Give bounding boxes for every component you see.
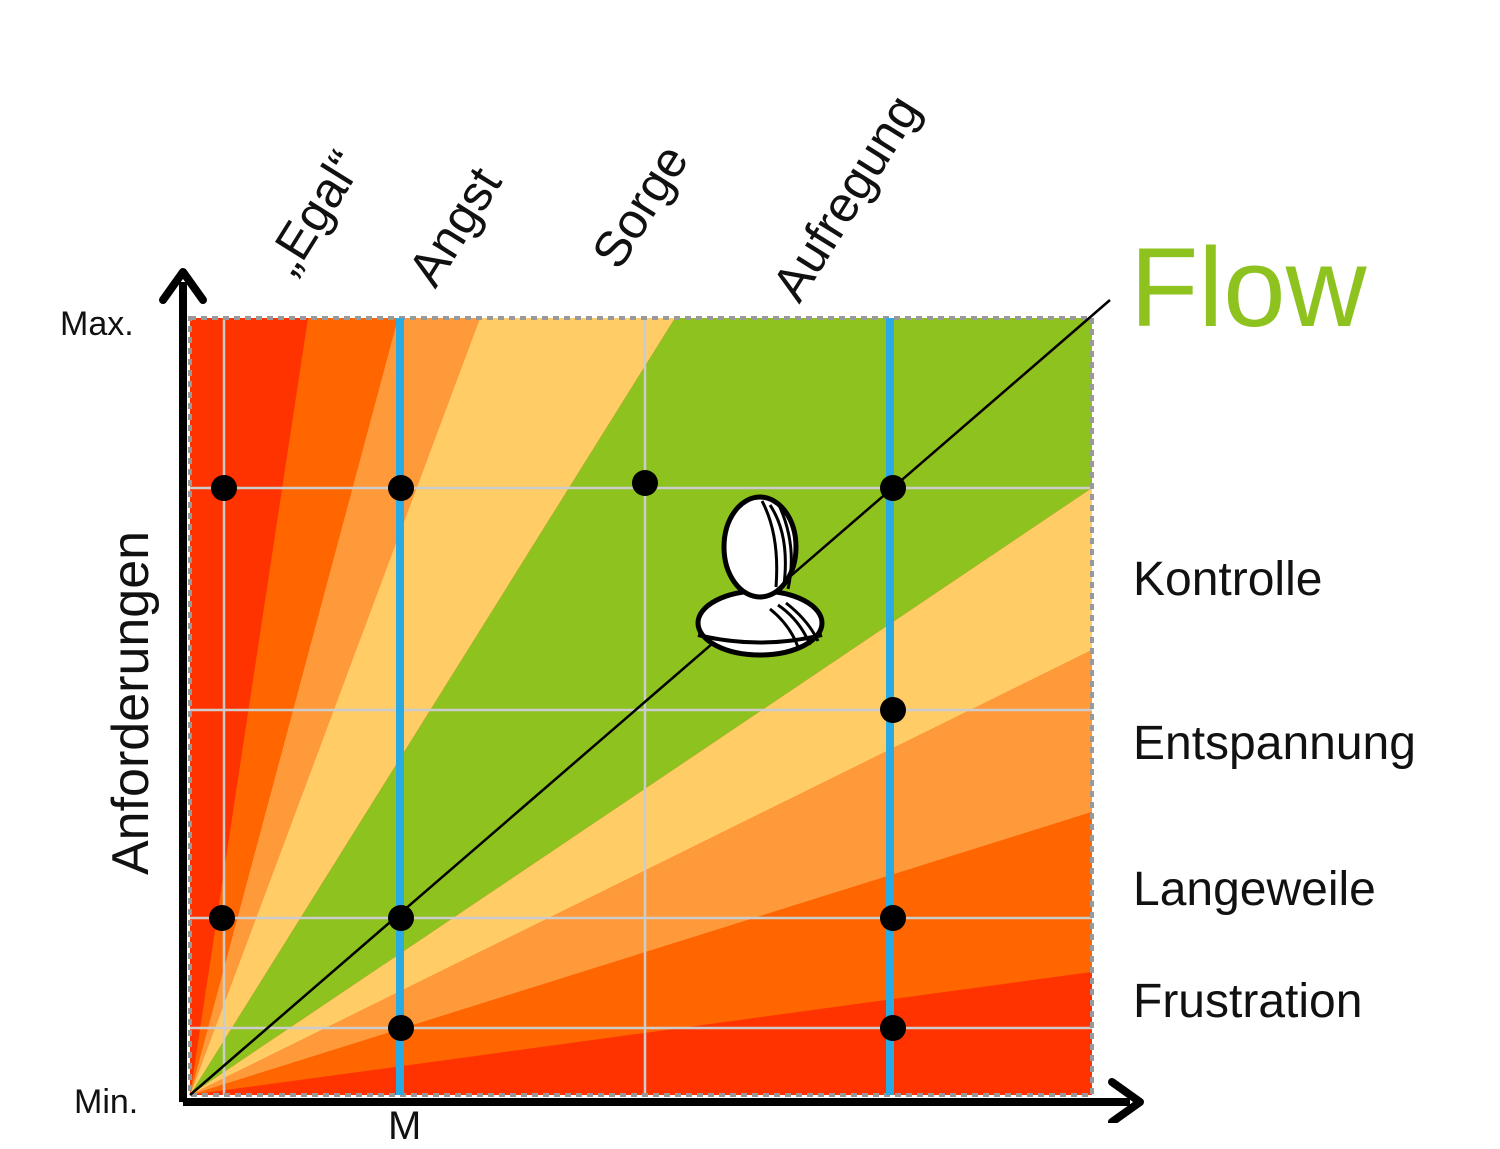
marker-dot-0 (211, 475, 237, 501)
person-bust-icon (695, 494, 825, 658)
marker-dot-8 (388, 1015, 414, 1041)
y-min-label: Min. (74, 1083, 139, 1121)
x-axis-title-cut: M (388, 1104, 422, 1148)
sector-orange_dark-8 (190, 812, 1092, 1095)
chart-frame (188, 316, 1094, 1097)
label-langeweile: Langeweile (1133, 863, 1376, 916)
marker-dot-3 (880, 475, 906, 501)
flow-diagram (159, 268, 1144, 1123)
label-kontrolle: Kontrolle (1133, 553, 1323, 606)
axes (159, 268, 1144, 1123)
marker-dot-2 (632, 470, 658, 496)
marker-dot-4 (880, 697, 906, 723)
label-entspannung: Entspannung (1133, 717, 1416, 770)
sector-red-9 (190, 972, 1092, 1095)
marker-dot-6 (388, 905, 414, 931)
y-max-label: Max. (60, 305, 134, 343)
marker-dot-1 (388, 475, 414, 501)
flow-diagonal-line (189, 299, 1111, 1096)
y-axis-title: Anforderungen (102, 530, 160, 875)
marker-dot-9 (880, 1015, 906, 1041)
marker-dot-5 (209, 905, 235, 931)
sector-yellow-6 (190, 488, 1092, 1095)
sector-orange-7 (190, 650, 1092, 1095)
marker-dots (209, 470, 906, 1041)
flow-title: Flow (1130, 225, 1367, 350)
y-axis-arrowhead (159, 268, 207, 304)
x-axis-arrowhead (1108, 1078, 1144, 1123)
label-frustration: Frustration (1133, 975, 1363, 1028)
marker-dot-7 (880, 905, 906, 931)
